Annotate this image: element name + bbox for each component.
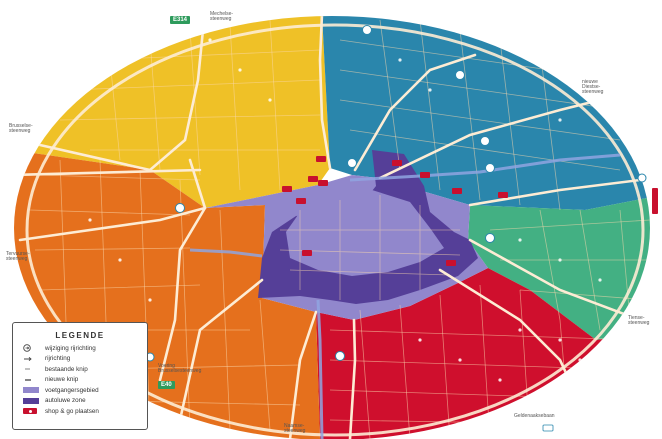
highway-e314-badge: E314 [170,16,191,24]
legend-label: bestaande knip [45,365,88,373]
legend-label: voetgangersgebied [45,386,99,394]
legend-item: shop & go plaatsen [23,406,137,417]
shop-go-marker-east [652,188,658,214]
direction-change-icon [23,344,45,352]
legend-label: rijrichting [45,355,71,363]
legend-item: wijziging rijrichting [23,343,137,354]
parking-markers [175,25,495,361]
map-legend: LEGENDE wijziging rijrichting rijrichtin… [12,322,148,430]
label-naamsesteenweg: Naamse-steenweg [284,423,306,434]
label-tiensesteenweg: Tiense-steenweg [628,315,650,326]
pedestrian-swatch [23,386,45,394]
street-grid [29,19,650,439]
zone-east [468,195,650,340]
legend-item: autoluwe zone [23,396,137,407]
new-cut-icon [23,376,45,384]
label-voering: Voering Brusselsesteenweg [158,363,202,374]
canal [349,153,621,182]
legend-label: wijziging rijrichting [45,344,96,352]
label-tervuursesteenweg: Tervuurse-steenweg [6,251,30,262]
shop-go-icon [23,407,45,415]
ring-road [25,23,645,437]
parking-marker-east [637,173,647,183]
canal-south [189,248,263,258]
label-brusselse-steenweg: Brusselse-steenweg [9,123,33,134]
shop-go-markers [282,156,508,266]
legend-item: voetgangersgebied [23,385,137,396]
car-free-swatch [23,397,45,405]
highway-e40-badge: E40 [158,381,175,389]
legend-label: autoluwe zone [45,397,86,405]
canal-west [316,299,324,439]
one-way-arrow-icon [23,355,45,363]
legend-item: nieuwe knip [23,375,137,386]
legend-item: bestaande knip [23,364,137,375]
parking-marker-south [542,424,554,432]
legend-item: rijrichting [23,354,137,365]
label-diestsesteenweg: nieuwe Diestse-steenweg [582,79,604,95]
legend-label: nieuwe knip [45,376,79,384]
existing-cut-icon [23,365,45,373]
label-mechelse-steenweg: Mechelse-steenweg [210,11,234,22]
legend-title: LEGENDE [55,331,105,340]
legend-label: shop & go plaatsen [45,407,99,415]
zone-center-inner [286,190,444,276]
label-geldenaaksebaan: Geldenaaksebaan [514,413,555,419]
direction-dots [88,38,602,382]
